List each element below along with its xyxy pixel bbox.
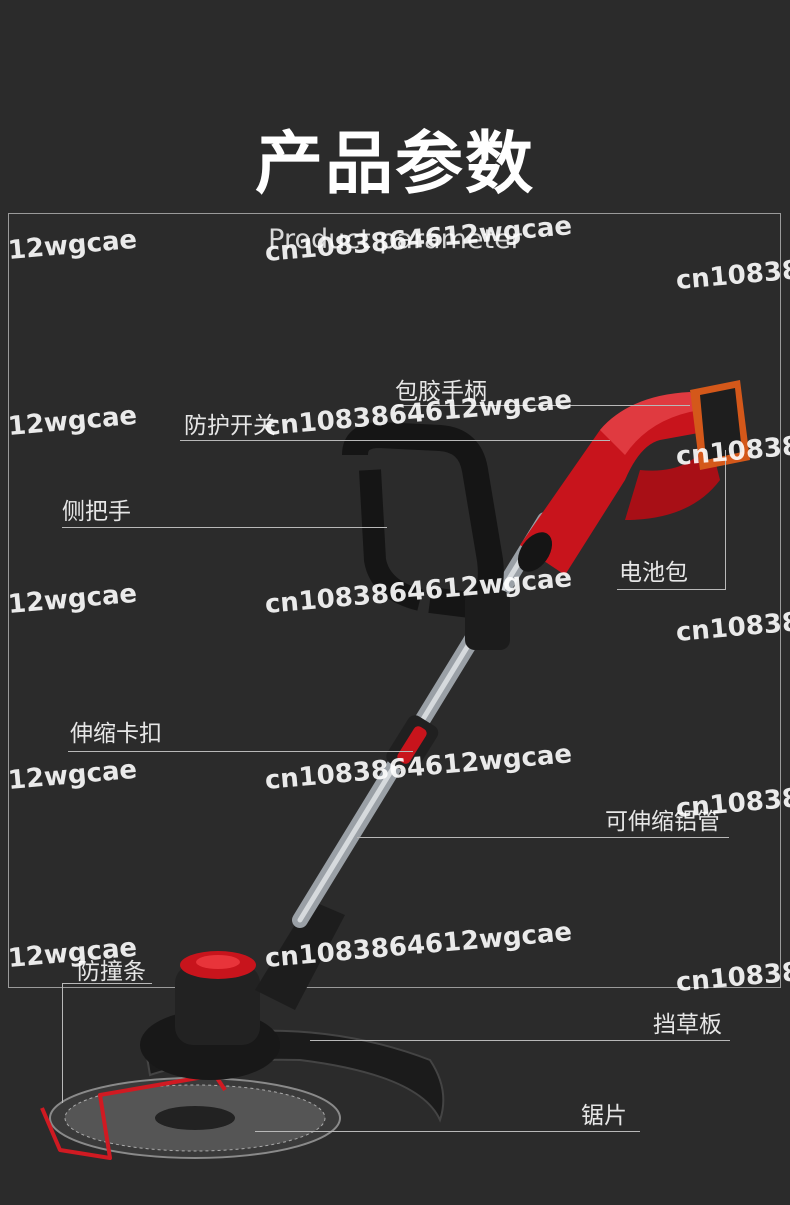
grip-handle-label: 包胶手柄 [395, 379, 487, 405]
telescopic-clamp-graphic [386, 715, 439, 774]
battery-pack-leader [617, 589, 725, 590]
bumper-bar-label: 防撞条 [77, 959, 146, 985]
saw-blade-graphic [49, 1077, 341, 1159]
saw-blade-leader [255, 1131, 640, 1132]
telescopic-tube-leader [357, 837, 729, 838]
side-handle-graphic [342, 422, 510, 650]
grip-handle-leader [395, 405, 690, 406]
battery-pack-label: 电池包 [619, 560, 688, 586]
motor-head-graphic [140, 951, 280, 1080]
main-body-graphic [517, 392, 720, 575]
safety-switch-leader [180, 440, 610, 441]
grass-guard-label: 挡草板 [653, 1012, 722, 1038]
telescopic-tube-label: 可伸缩铝管 [605, 809, 720, 835]
grass-guard-leader [310, 1040, 730, 1041]
bumper-bar-leader [62, 983, 152, 984]
telescopic-clamp-leader [68, 751, 413, 752]
safety-switch-label: 防护开关 [184, 413, 276, 439]
battery-pack-graphic [690, 380, 750, 470]
bumper-bar-leader-vertical [62, 983, 63, 1103]
saw-blade-label: 锯片 [581, 1103, 627, 1129]
page-title: 产品参数 [254, 125, 535, 204]
side-handle-leader [62, 527, 387, 528]
parameter-frame [8, 213, 781, 988]
page-subtitle: Product parameter [268, 224, 522, 255]
telescopic-clamp-label: 伸缩卡扣 [70, 721, 162, 747]
side-handle-label: 侧把手 [62, 499, 131, 525]
battery-pack-leader-vertical [725, 450, 726, 590]
